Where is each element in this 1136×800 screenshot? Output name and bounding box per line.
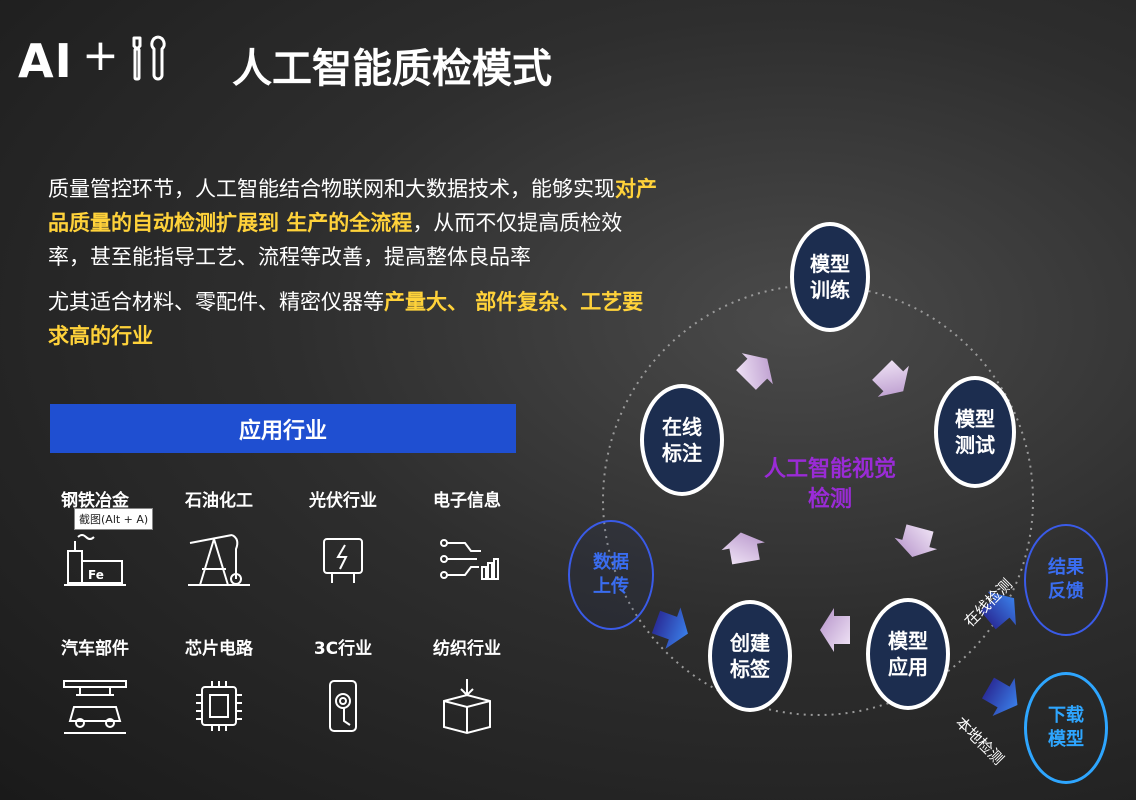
industry-label: 3C行业	[313, 639, 373, 659]
industry-item-chip: 芯片电路	[164, 634, 274, 737]
box-icon	[443, 679, 491, 735]
industry-label: 芯片电路	[185, 639, 253, 659]
solar-panel-icon	[323, 538, 363, 583]
node-online-label: 在线标注	[640, 384, 724, 496]
node-label: 结果反馈	[1048, 557, 1084, 602]
node-model-apply: 模型应用	[866, 598, 950, 710]
arrow-icon	[980, 591, 1016, 630]
oil-pump-icon	[188, 534, 250, 586]
industry-item-textile: 纺织行业	[412, 634, 522, 737]
industry-label: 汽车部件	[61, 639, 129, 659]
arrow-icon	[872, 360, 909, 397]
cycle-diagram-lines	[602, 284, 1034, 717]
industry-item-electronics: 电子信息	[412, 486, 522, 589]
industry-label: 钢铁冶金	[61, 491, 129, 511]
intro-paragraph-2: 尤其适合材料、零配件、精密仪器等产量大、 部件复杂、工艺要求高的行业	[48, 285, 658, 353]
industry-label: 纺织行业	[433, 639, 501, 659]
factory-icon: Fe	[64, 534, 126, 586]
chip-icon	[196, 681, 242, 731]
arrow-icon	[651, 607, 688, 649]
logo-ai-text: AI	[18, 34, 73, 88]
node-label: 模型应用	[888, 629, 928, 679]
phone-icon	[329, 680, 357, 732]
industry-item-steel: 钢铁冶金 Fe	[40, 486, 150, 589]
intro-p2-text: 尤其适合材料、零配件、精密仪器等	[48, 290, 384, 314]
industry-item-auto: 汽车部件	[40, 634, 150, 737]
node-label: 模型训练	[810, 252, 850, 302]
industry-item-solar: 光伏行业	[288, 486, 398, 589]
wrench-screwdriver-icon	[132, 35, 166, 81]
industry-item-3c: 3C行业	[288, 634, 398, 737]
cycle-center-label: 人工智能视觉检测	[763, 457, 896, 512]
node-label: 模型测试	[955, 407, 995, 457]
arrow-icon	[894, 524, 938, 557]
node-label: 下载模型	[1048, 705, 1084, 750]
arrow-icon	[820, 608, 850, 652]
intro-paragraph-1: 质量管控环节，人工智能结合物联网和大数据技术，能够实现对产品质量的自动检测扩展到…	[48, 172, 658, 274]
industry-label: 石油化工	[185, 491, 253, 511]
node-model-test: 模型测试	[934, 376, 1016, 488]
cycle-ring	[602, 284, 1034, 716]
intro-p1-text-end: ，从而不仅提高质检效率，甚至能指导工艺、流程等改善，提高整体良品率	[48, 211, 623, 269]
industry-item-petrochem: 石油化工	[164, 486, 274, 589]
page-title: 人工智能质检模式	[232, 46, 552, 92]
node-model-train: 模型训练	[790, 222, 870, 332]
industry-label: 电子信息	[433, 491, 501, 511]
node-download-model: 下载模型	[1024, 672, 1108, 784]
svg-text:Fe: Fe	[88, 568, 104, 582]
intro-p1-highlight: 对产品质量的自动检测扩展到 生产的全流程	[48, 177, 657, 235]
arrow-icon	[736, 353, 773, 390]
circuit-icon	[440, 539, 499, 580]
node-label: 在线标注	[662, 415, 702, 465]
industries-title: 应用行业	[238, 418, 327, 444]
intro-p2-highlight: 产量大、 部件复杂、工艺要求高的行业	[48, 290, 644, 348]
industry-label: 光伏行业	[309, 491, 377, 511]
node-result-feedback: 结果反馈	[1024, 524, 1108, 636]
node-label: 创建标签	[730, 631, 770, 681]
industries-header-bar: 应用行业	[50, 404, 516, 453]
arrow-icon	[982, 677, 1018, 717]
node-label: 数据上传	[593, 552, 629, 597]
logo-plus: +	[82, 30, 119, 81]
intro-p1-text: 质量管控环节，人工智能结合物联网和大数据技术，能够实现	[48, 177, 615, 201]
arrow-icon	[721, 532, 765, 565]
car-icon	[63, 680, 127, 734]
screenshot-tooltip: 截图(Alt + A)	[74, 508, 154, 530]
node-create-label: 创建标签	[708, 600, 792, 712]
node-data-upload: 数据上传	[568, 520, 654, 630]
